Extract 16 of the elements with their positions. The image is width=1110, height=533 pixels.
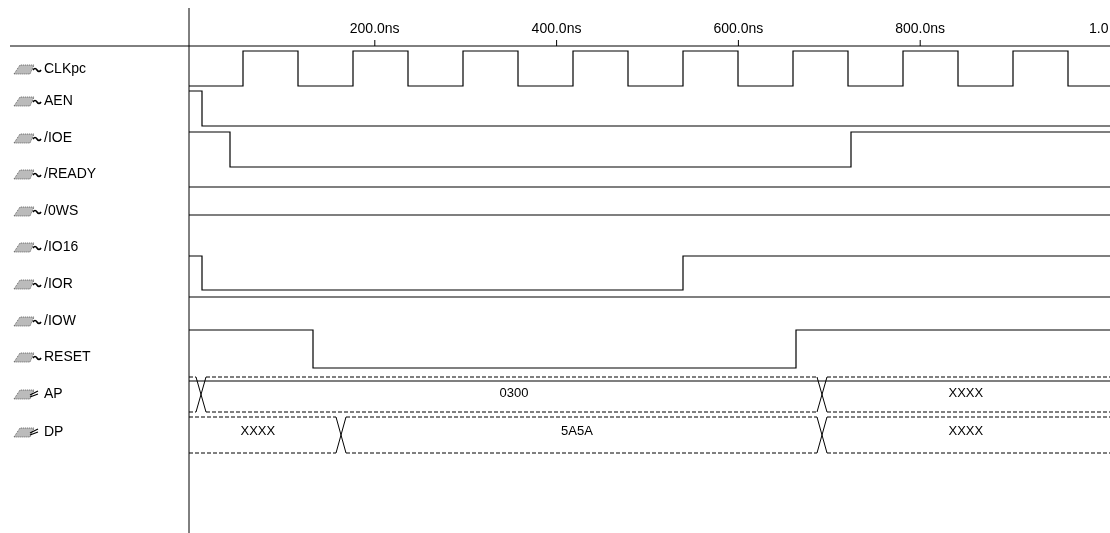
time-tick-label: 400.0ns [531, 20, 582, 36]
signal-name: /IOE [44, 129, 72, 145]
signal-name: /IOW [44, 312, 76, 328]
time-tick-label: 1.0 [1089, 20, 1109, 36]
signal-name: RESET [44, 348, 91, 364]
signal-name: /IOR [44, 275, 73, 291]
signal-name: AEN [44, 92, 73, 108]
signal-name: DP [44, 423, 64, 439]
signal-name: /READY [44, 165, 97, 181]
time-tick-label: 800.0ns [895, 20, 945, 36]
time-tick-label: 200.0ns [349, 20, 400, 36]
time-tick-label: 600.0ns [713, 20, 764, 36]
signal-name: CLKpc [44, 60, 87, 76]
signal-name: /0WS [44, 202, 79, 218]
signal-name: AP [44, 385, 63, 401]
signal-name: /IO16 [44, 238, 79, 254]
